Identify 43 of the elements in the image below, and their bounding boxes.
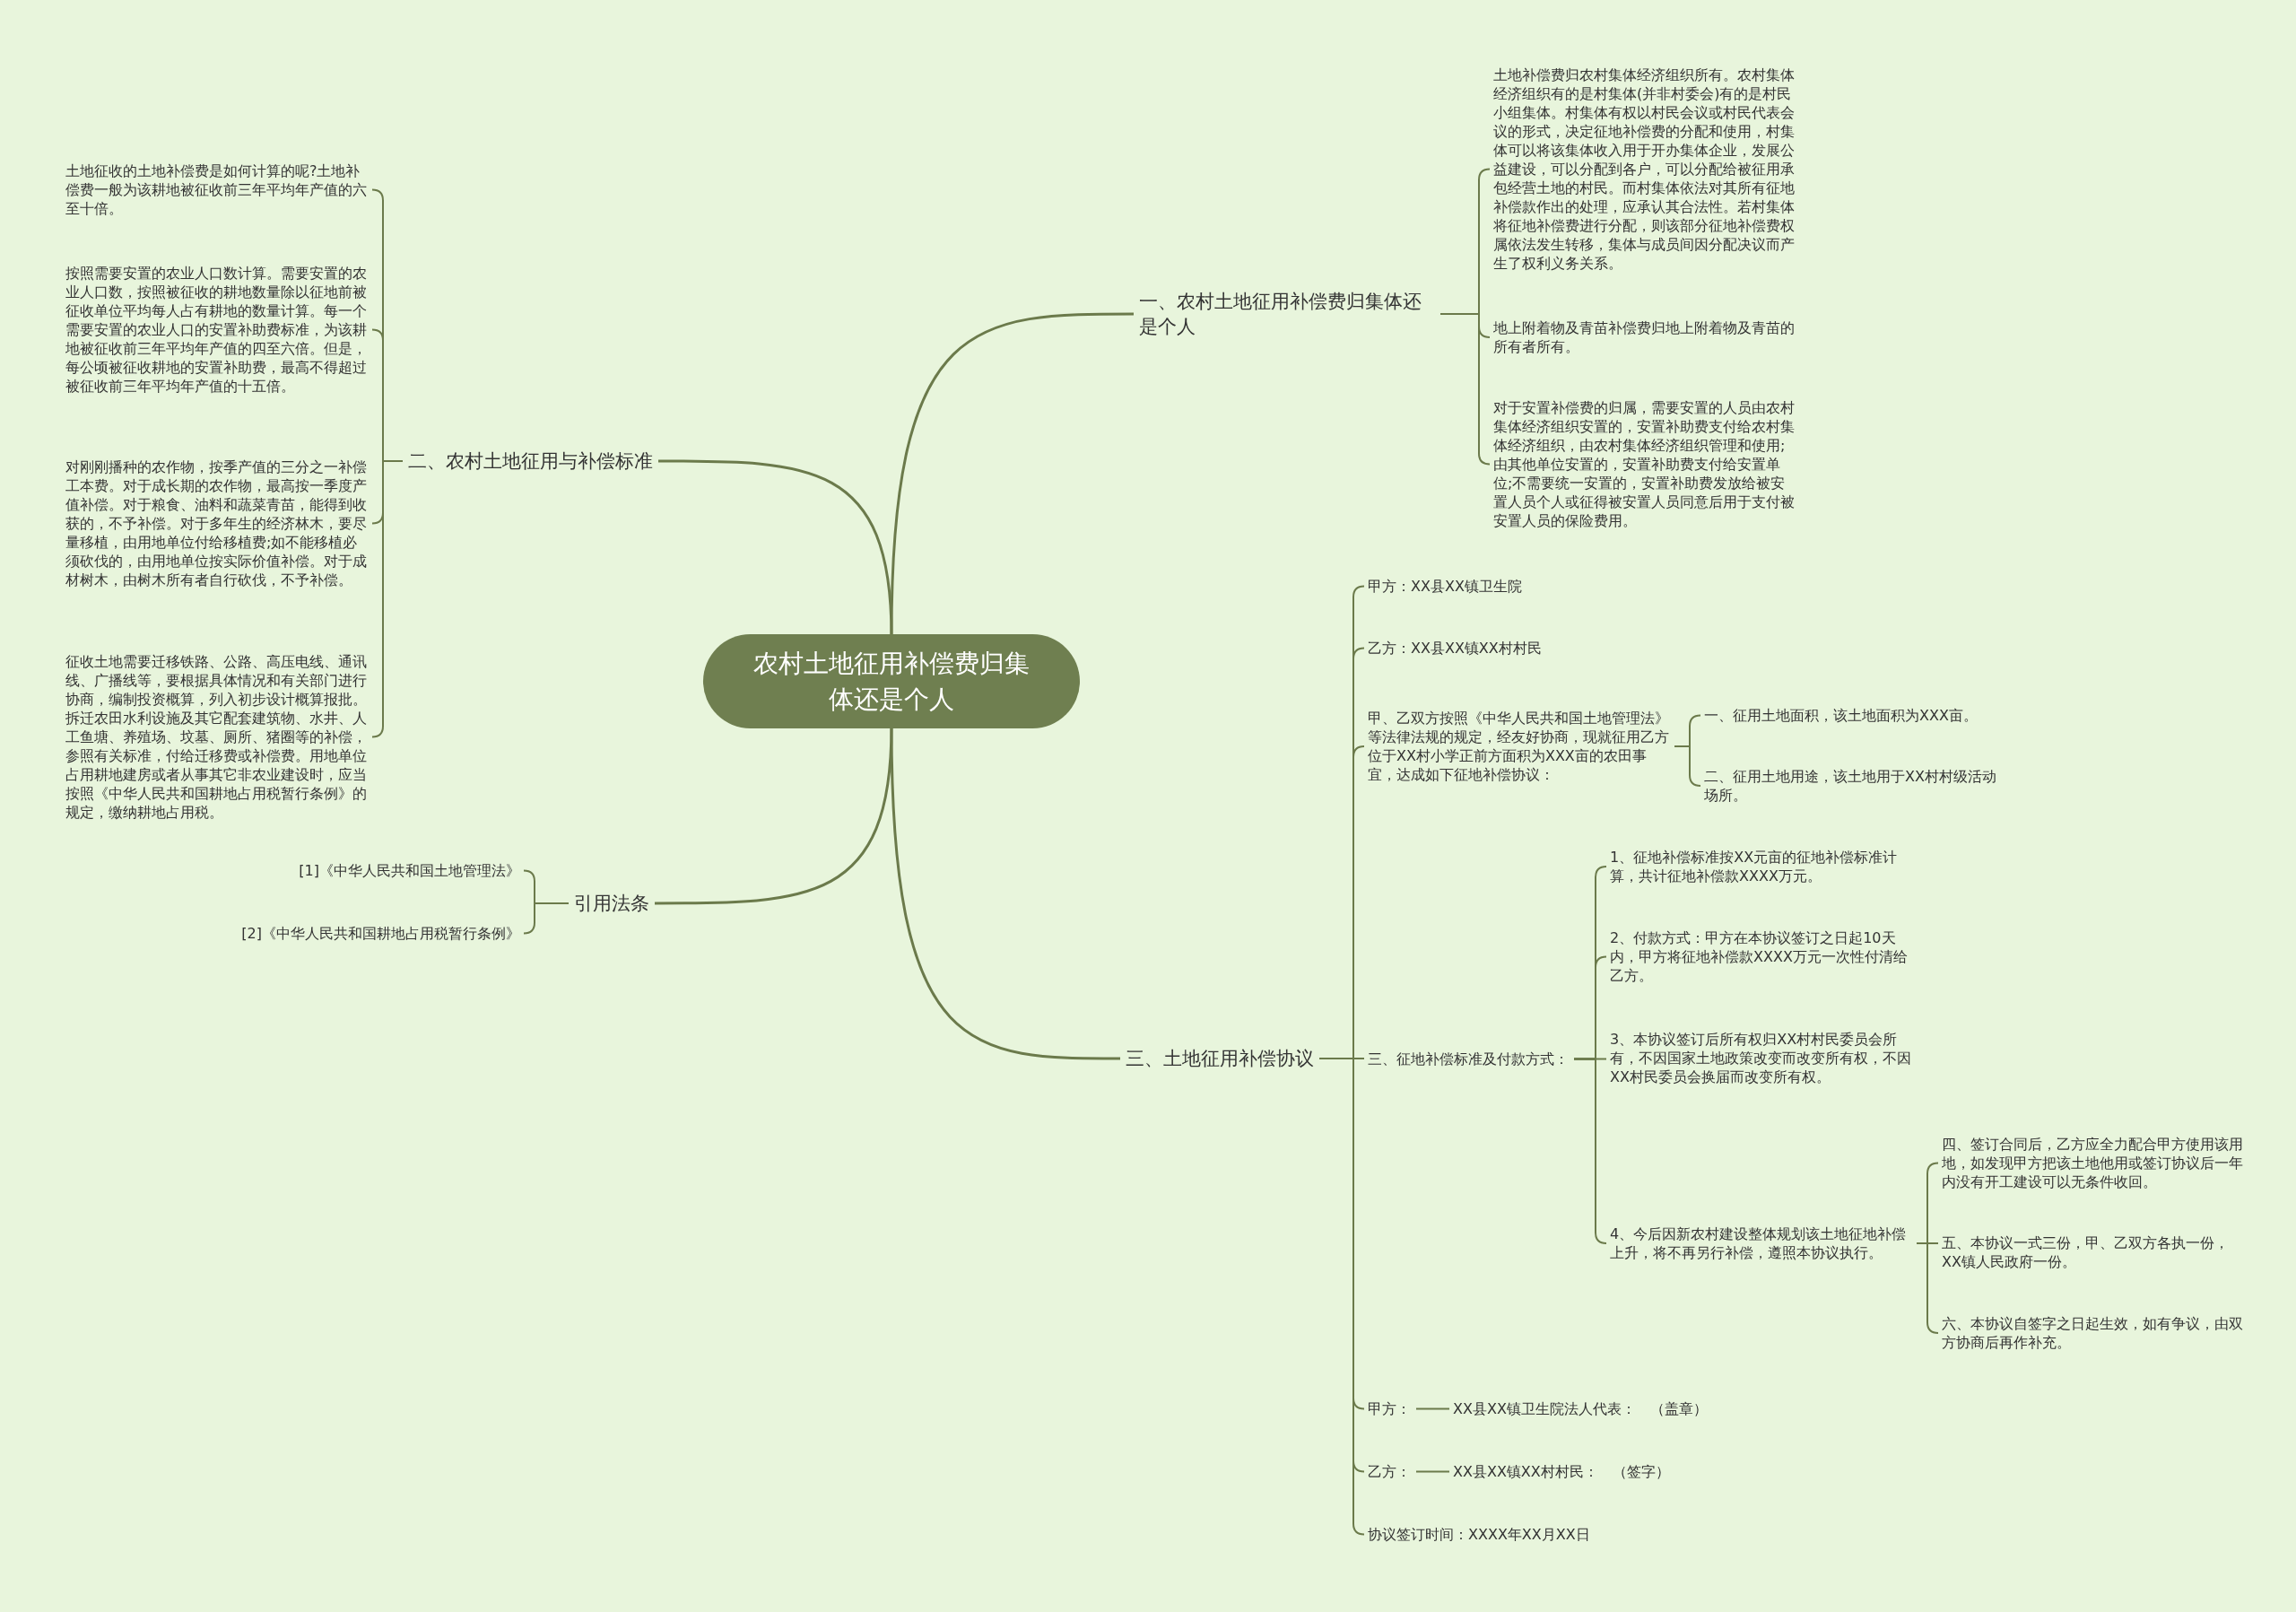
central-topic: 农村土地征用补偿费归集体还是个人 [703, 634, 1080, 728]
topic-text: [1]《中华人民共和国土地管理法》 [299, 861, 520, 880]
topic-text: 按照需要安置的农业人口数计算。需要安置的农业人口数，按照被征收的耕地数量除以征地前被征收单位平均每人占有耕地的数量计算。每一个需要安置的农业人口的安置补助费标准，为该耕地被征收前三年平均年产值的四至六倍。但是，每公顷被征收耕地的安置补助费，最高不得超过被征收前三年平均年产值的十五倍。 [65, 264, 369, 396]
connector-line [658, 459, 893, 637]
connector-line [1439, 313, 1491, 466]
topic-text: 一、征用土地面积，该土地面积为XXX亩。 [1704, 706, 1978, 725]
connector-line [371, 460, 404, 738]
topic-text: 2、付款方式：甲方在本协议签订之日起10天内，甲方将征地补偿款XXXX万元一次性付清给乙方。 [1610, 928, 1911, 985]
topic-text: XX县XX镇卫生院法人代表： （盖章） [1453, 1399, 1708, 1418]
topic-text: 土地补偿费归农村集体经济组织所有。农村集体经济组织有的是村集体(并非村委会)有的是村民小组集体。村集体有权以村民会议或村民代表会议的形式，决定征地补偿费的分配和使用，村集体可以将该集体收入用于开办集体企业，发展公益建设，可以分配到各户，可以分配给被征用承包经营土地的村民。而村集体依法对其所有征地补偿款作出的处理，应承认其合法性。若村集体将征地补偿费进行分配，则该部分征地补偿费权属依法发生转移，集体与成员间因分配决议而产生了权利义务关系。 [1493, 65, 1798, 273]
topic-text: 甲方：XX县XX镇卫生院 [1368, 577, 1522, 596]
topic-text: 1、征地补偿标准按XX元亩的征地补偿标准计算，共计征地补偿款XXXX万元。 [1610, 848, 1911, 885]
topic-text: 对刚刚播种的农作物，按季产值的三分之一补偿工本费。对于成长期的农作物，最高按一季度产值补偿。对于粮食、油料和蔬菜青苗，能得到收获的，不予补偿。对于多年生的经济林木，要尽量移植，由用地单位付给移植费;如不能移植必须砍伐的，由用地单位按实际价值补偿。对于成材树木，由树木所有者自行砍伐，不予补偿。 [65, 457, 369, 589]
connector-line [890, 726, 1120, 1060]
branch-topic: 二、农村土地征用与补偿标准 [408, 449, 653, 474]
branch-topic: 三、土地征用补偿协议 [1126, 1046, 1314, 1071]
topic-text: 协议签订时间：XXXX年XX月XX日 [1368, 1525, 1590, 1544]
topic-text: 3、本协议签订后所有权归XX村村民委员会所有，不因国家土地政策改变而改变所有权，不因XX村民委员会换届而改变所有权。 [1610, 1030, 1911, 1086]
topic-text: 二、征用土地用途，该土地用于XX村村级活动场所。 [1704, 767, 2005, 805]
topic-text: 乙方： [1368, 1462, 1411, 1481]
branch-topic: 一、农村土地征用补偿费归集体还是个人 [1139, 289, 1435, 339]
connector-line [1415, 1407, 1450, 1410]
connector-line [655, 726, 893, 905]
topic-text: 甲方： [1368, 1399, 1411, 1418]
connector-line [890, 312, 1134, 637]
topic-text: 甲、乙双方按照《中华人民共和国土地管理法》等法律法规的规定，经友好协商，现就征用乙方位于XX村小学正前方面积为XXX亩的农田事宜，达成如下征地补偿协议： [1368, 709, 1669, 784]
topic-text: 征收土地需要迁移铁路、公路、高压电线、通讯线、广播线等，要根据具体情况和有关部门进行协商，编制投资概算，列入初步设计概算报批。拆迁农田水利设施及其它配套建筑物、水井、人工鱼塘、养殖场、坟墓、厕所、猪圈等的补偿，参照有关标准，付给迁移费或补偿费。用地单位占用耕地建房或者从事其它非农业建设时，应当按照《中华人民共和国耕地占用税暂行条例》的规定，缴纳耕地占用税。 [65, 652, 369, 822]
topic-text: 六、本协议自签字之日起生效，如有争议，由双方协商后再作补充。 [1942, 1314, 2247, 1352]
topic-text: 土地征收的土地补偿费是如何计算的呢?土地补偿费一般为该耕地被征收前三年平均年产值的六至十倍。 [65, 161, 369, 218]
connector-line [1415, 1470, 1450, 1473]
topic-text: 五、本协议一式三份，甲、乙双方各执一份，XX镇人民政府一份。 [1942, 1233, 2247, 1271]
topic-text: 四、签订合同后，乙方应全力配合甲方使用该用地，如发现甲方把该土地他用或签订协议后一年内没有开工建设可以无条件收回。 [1942, 1135, 2247, 1191]
topic-text: 4、今后因新农村建设整体规划该土地征地补偿上升，将不再另行补偿，遵照本协议执行。 [1610, 1224, 1911, 1262]
topic-text: 地上附着物及青苗补偿费归地上附着物及青苗的所有者所有。 [1493, 318, 1798, 356]
topic-text: 对于安置补偿费的归属，需要安置的人员由农村集体经济组织安置的，安置补助费支付给农村集体经济组织，由农村集体经济组织管理和使用;由其他单位安置的，安置补助费支付给安置单位;不需要统一安置的，安置补助费发放给被安置人员个人或征得被安置人员同意后用于支付被安置人员的保险费用。 [1493, 398, 1798, 530]
branch-topic: 引用法条 [574, 891, 649, 916]
topic-text: XX县XX镇XX村村民： （签字） [1453, 1462, 1670, 1481]
connector-line [523, 902, 570, 935]
topic-text: [2]《中华人民共和国耕地占用税暂行条例》 [241, 924, 520, 943]
topic-text: 乙方：XX县XX镇XX村村民 [1368, 639, 1542, 658]
topic-text: 三、征地补偿标准及付款方式： [1368, 1050, 1569, 1068]
connector-line [1916, 1242, 1939, 1334]
connector-line [1573, 1058, 1607, 1244]
